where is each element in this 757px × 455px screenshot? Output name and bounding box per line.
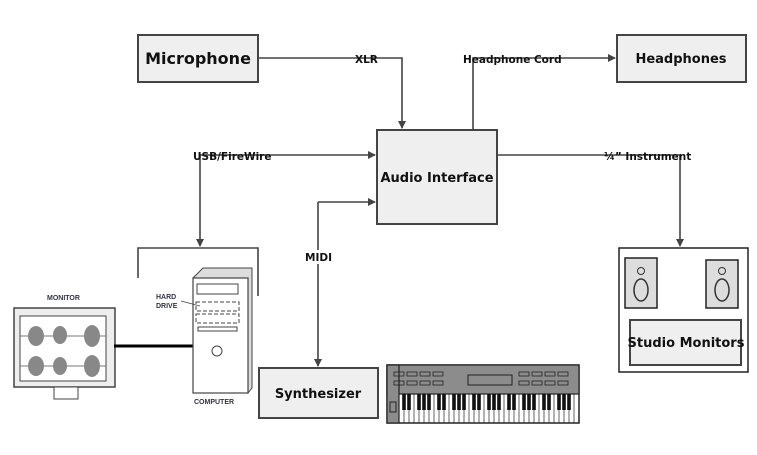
black-key xyxy=(442,394,446,410)
black-key xyxy=(507,394,511,410)
microphone-label: Microphone xyxy=(145,49,251,68)
black-key xyxy=(457,394,461,410)
black-key xyxy=(417,394,421,410)
xlr-label: XLR xyxy=(355,54,378,66)
synth-button xyxy=(518,371,530,377)
headphone-cord-label: Headphone Cord xyxy=(463,54,562,66)
usb-firewire-label: USB/FireWire xyxy=(193,151,271,163)
studio-monitors-label: Studio Monitors xyxy=(628,336,745,351)
synth-button xyxy=(419,380,431,386)
black-key xyxy=(437,394,441,410)
synth-button xyxy=(432,380,444,386)
black-key xyxy=(547,394,551,410)
black-key xyxy=(497,394,501,410)
microphone-node: Microphone xyxy=(137,34,259,83)
black-key xyxy=(477,394,481,410)
black-key xyxy=(462,394,466,410)
synth-button xyxy=(531,380,543,386)
black-key xyxy=(487,394,491,410)
speaker-icon xyxy=(705,259,739,309)
headphones-node: Headphones xyxy=(616,34,747,83)
synth-button xyxy=(531,371,543,377)
synthesizer-label: Synthesizer xyxy=(275,387,362,402)
black-key xyxy=(472,394,476,410)
monitor-icon: MONITOR xyxy=(13,295,116,400)
midi-label: MIDI xyxy=(305,252,332,264)
studio-monitors-node: Studio Monitors xyxy=(618,247,749,373)
synth-button xyxy=(544,380,556,386)
instrument-label: ¼” Instrument xyxy=(604,151,691,163)
black-key xyxy=(567,394,571,410)
hard-drive-label-line2: DRIVE xyxy=(156,303,178,310)
synth-button xyxy=(393,371,405,377)
black-key xyxy=(407,394,411,410)
audio-interface-label: Audio Interface xyxy=(380,171,493,186)
synth-button xyxy=(557,371,569,377)
black-key xyxy=(452,394,456,410)
synth-button xyxy=(518,380,530,386)
black-key xyxy=(542,394,546,410)
black-key xyxy=(492,394,496,410)
synthesizer-node: Synthesizer xyxy=(258,367,379,419)
black-key xyxy=(562,394,566,410)
synth-button xyxy=(393,380,405,386)
black-key xyxy=(427,394,431,410)
headphones-label: Headphones xyxy=(635,52,726,67)
black-key xyxy=(557,394,561,410)
computer-bracket xyxy=(137,247,259,296)
xlr-connection xyxy=(258,57,406,129)
synth-button xyxy=(419,371,431,377)
synth-button xyxy=(544,371,556,377)
synth-button xyxy=(406,371,418,377)
black-key xyxy=(522,394,526,410)
hard-drive-label-line1: HARD xyxy=(156,294,176,301)
synth-button xyxy=(557,380,569,386)
black-key xyxy=(532,394,536,410)
speaker-icon xyxy=(624,257,658,309)
black-key xyxy=(422,394,426,410)
monitor-label: MONITOR xyxy=(47,295,80,302)
black-key xyxy=(512,394,516,410)
synth-button xyxy=(406,380,418,386)
instrument-connection xyxy=(497,154,684,247)
audio-interface-node: Audio Interface xyxy=(376,129,498,225)
headphone-cord-connection xyxy=(472,54,616,130)
keyboard-icon xyxy=(386,364,580,424)
black-key xyxy=(527,394,531,410)
synth-button xyxy=(432,371,444,377)
black-key xyxy=(402,394,406,410)
computer-label: COMPUTER xyxy=(194,399,234,406)
computer-icon: HARD DRIVE COMPUTER xyxy=(156,267,253,406)
